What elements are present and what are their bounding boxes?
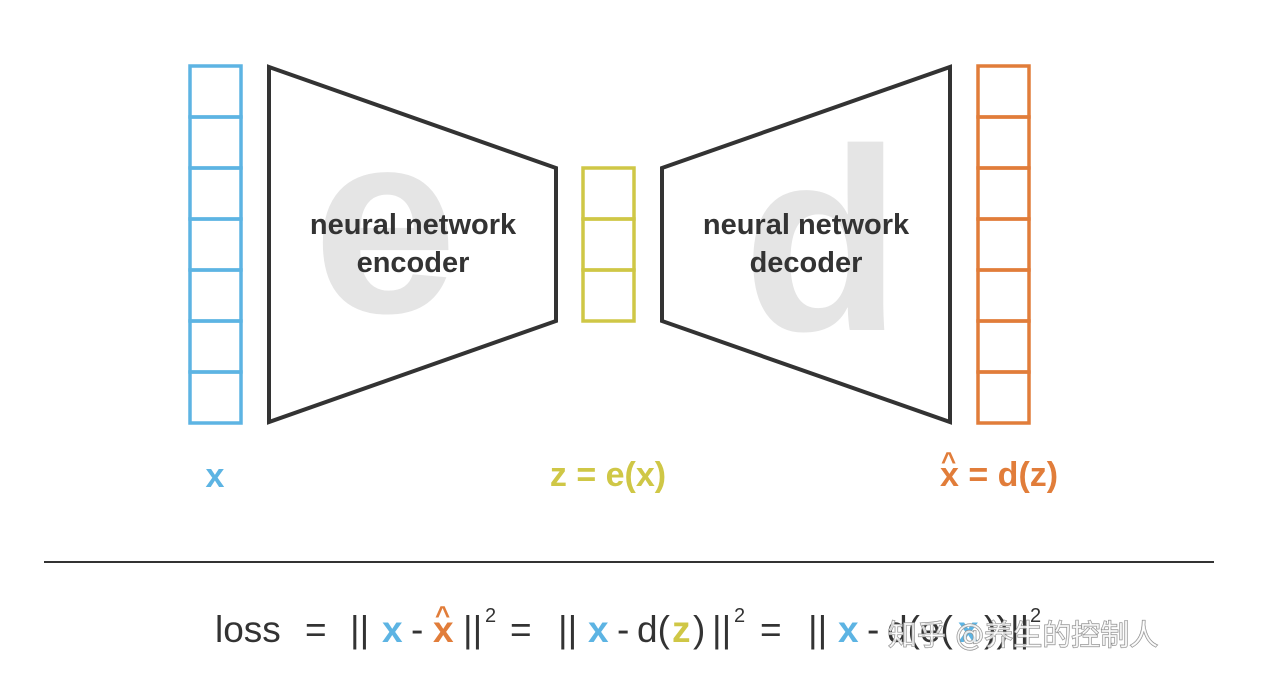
formula-norm-open-2: || (558, 609, 577, 650)
formula-eq-2: = (510, 609, 532, 650)
input-cell (188, 166, 243, 221)
formula-hat: ^ (435, 600, 450, 630)
label-xhat-equals-d-z: x = d(z) (940, 456, 1058, 494)
formula-de-open: d(e( (887, 609, 953, 650)
formula-x-2: x (588, 609, 609, 650)
formula-norm-close-2: || (712, 609, 731, 650)
formula-minus-1: - (411, 609, 423, 650)
input-cell (188, 115, 243, 170)
formula-norm-open-3: || (808, 609, 827, 650)
input-vector-x (188, 64, 243, 425)
formula-norm-close-1: || (463, 609, 482, 650)
formula-sq-1: 2 (485, 605, 496, 627)
encoder-trapezoid (267, 64, 558, 425)
formula-eq-1: = (305, 609, 327, 650)
output-cell (976, 268, 1031, 323)
formula-double-close: )) (984, 609, 1009, 650)
latent-cell (581, 217, 636, 272)
decoder-trapezoid (660, 64, 952, 425)
output-cell (976, 115, 1031, 170)
output-cell (976, 319, 1031, 374)
latent-cell (581, 166, 636, 221)
watermark-text: 知乎 @养生的控制人 (888, 618, 1158, 652)
output-cell (976, 217, 1031, 272)
output-cell (976, 370, 1031, 425)
formula-x-1: x (382, 609, 403, 650)
latent-vector-z (581, 166, 636, 323)
loss-formula: loss = || x - x ^ || 2 = || x - d( z ) |… (215, 600, 1041, 650)
label-x: x (206, 457, 225, 495)
input-cell (188, 319, 243, 374)
input-cell (188, 64, 243, 119)
input-cell (188, 268, 243, 323)
formula-xhat: x (433, 609, 454, 650)
formula-close-paren: ) (693, 609, 705, 650)
encoder-label-line2: encoder (357, 247, 470, 279)
formula-minus-3: - (867, 609, 879, 650)
label-xhat-x: x (940, 456, 959, 494)
formula-eq-3: = (760, 609, 782, 650)
decoder-bg-letter: d (743, 96, 902, 386)
formula-d-open: d( (637, 609, 671, 650)
decoder-label-line1: neural network (703, 209, 910, 241)
input-cell (188, 370, 243, 425)
label-z-equals-e-x: z = e(x) (550, 456, 666, 494)
input-cell (188, 217, 243, 272)
output-cell (976, 64, 1031, 119)
formula-loss: loss (215, 609, 281, 650)
formula-x-4: x (958, 609, 979, 650)
label-xhat-rest: = d(z) (959, 456, 1058, 494)
encoder-label-line1: neural network (310, 209, 517, 241)
formula-norm-close-3: || (1010, 609, 1029, 650)
output-cell (976, 166, 1031, 221)
formula-sq-3: 2 (1030, 605, 1041, 627)
latent-cell (581, 268, 636, 323)
formula-norm-open-1: || (350, 609, 369, 650)
formula-x-3: x (838, 609, 859, 650)
formula-z: z (672, 609, 691, 650)
formula-minus-2: - (617, 609, 629, 650)
formula-sq-2: 2 (734, 605, 745, 627)
decoder-label-line2: decoder (750, 247, 863, 279)
label-xhat-hat: ^ (941, 446, 956, 476)
output-vector-xhat (976, 64, 1031, 425)
